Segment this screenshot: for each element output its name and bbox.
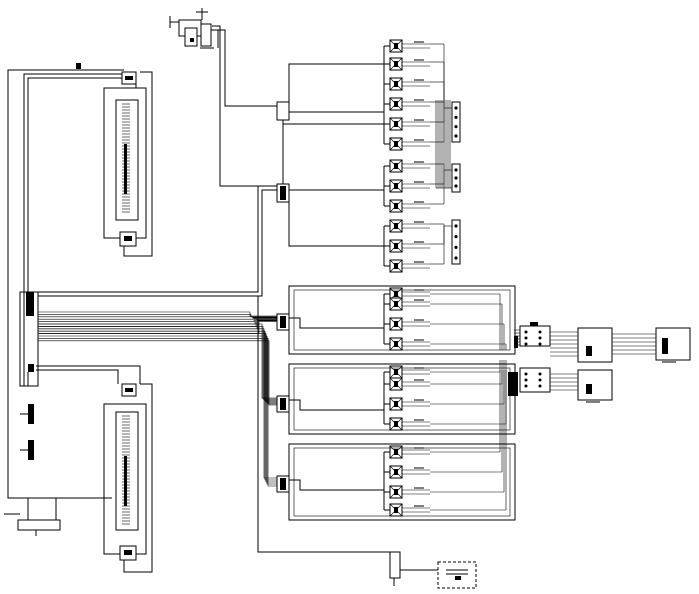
lower-distribution-network: [276, 285, 551, 521]
lower-node-1: [276, 395, 290, 413]
upper-module-6-0-0: [384, 39, 430, 53]
upper-module-6-0-1: [384, 57, 430, 71]
upper-module-3-1-2: [384, 199, 430, 213]
lower-module-0-1: [384, 297, 430, 311]
lower-junction-box-1: [519, 325, 551, 347]
bottom-left-device: [4, 513, 61, 536]
right-junction-box-3: [655, 327, 691, 363]
upper-module-6-0-3: [384, 97, 430, 111]
lower-module-1-1: [384, 377, 430, 391]
upper-module-3-1-1: [384, 179, 430, 193]
lower-module-1-2: [384, 397, 430, 411]
upper-rack: [103, 71, 153, 257]
right-link-wires: [514, 329, 656, 391]
bottom-dashed-device: [257, 296, 477, 589]
lower-module-2-1: [384, 465, 430, 479]
upper-distribution-network: [276, 39, 461, 273]
lower-node-0: [276, 313, 290, 331]
upper-module-6-0-2: [384, 77, 430, 91]
upper-module-3-1-0: [384, 159, 430, 173]
lower-module-2-2: [384, 485, 430, 499]
lower-module-2-3: [384, 503, 430, 517]
left-terminal-2: [20, 440, 34, 460]
left-bus-wires: [7, 63, 124, 520]
lower-node-2: [276, 475, 290, 493]
upper-side-panel-0: [451, 101, 461, 143]
upper-module-3-2-0: [384, 219, 430, 233]
lower-module-1-3: [384, 417, 430, 431]
main-trunk-cabinet: [19, 185, 277, 387]
upper-side-panel-1: [451, 163, 461, 193]
feed-wire-upper: [212, 25, 277, 187]
upper-module-6-0-4: [384, 117, 430, 131]
lower-module-0-2: [384, 317, 430, 331]
top-source-device: [169, 8, 219, 49]
right-junction-box-2: [577, 369, 613, 403]
upper-side-panel-2: [451, 219, 461, 265]
left-terminal-1: [20, 404, 34, 424]
upper-module-6-0-5: [384, 137, 430, 151]
lower-module-0-3: [384, 337, 430, 351]
lower-rack: [103, 383, 153, 573]
upper-module-3-2-2: [384, 259, 430, 273]
trunk-bundle: [23, 300, 277, 487]
lower-junction-box-2: [519, 367, 551, 393]
upper-module-3-2-1: [384, 239, 430, 253]
right-junction-box-1: [577, 327, 613, 363]
